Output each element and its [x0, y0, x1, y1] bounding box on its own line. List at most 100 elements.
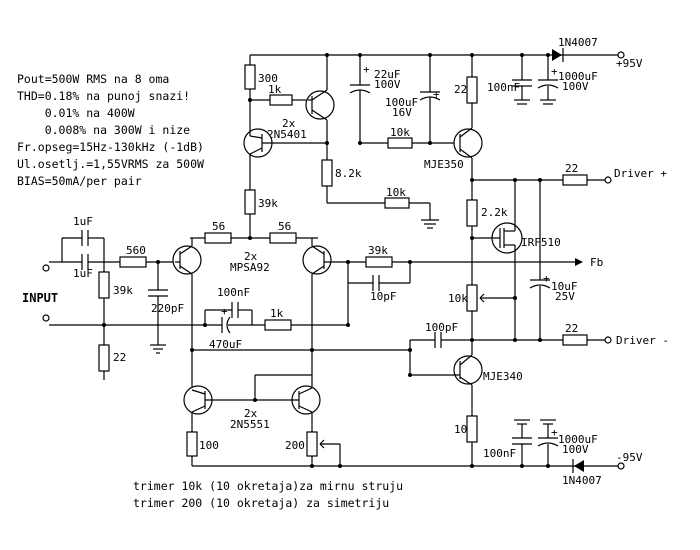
r100-label: 100 [199, 439, 219, 452]
r300-label: 300 [258, 72, 278, 85]
transistor-mpsa92-b [302, 245, 332, 275]
resistor-2k2 [466, 199, 478, 227]
c100u-voltage: 16V [392, 106, 412, 119]
irf510-label: IRF510 [521, 236, 561, 249]
r22-low-label: 22 [565, 322, 578, 335]
c100u-label: 100uF [385, 96, 418, 109]
input-label: INPUT [22, 291, 58, 305]
r2k2-label: 2.2k [481, 206, 508, 219]
c1000u-top-label: 1000uF [558, 70, 598, 83]
r39k-b-label: 39k [368, 244, 388, 257]
spec-line-5: Fr.opseg=15Hz-130kHz (-1dB) [17, 140, 204, 154]
driver-plus-label: Driver + [614, 167, 667, 180]
driver-minus-terminal [604, 336, 612, 344]
r200-label: 200 [285, 439, 305, 452]
resistor-39k-b [365, 256, 393, 268]
diode-bot-label: 1N4007 [562, 474, 602, 487]
c100p-label: 100pF [425, 321, 458, 334]
vplus-terminal [617, 51, 625, 59]
resistor-10-low [466, 415, 478, 443]
mje350-label: MJE350 [424, 158, 464, 171]
r10k-trim-label: 10k [448, 292, 468, 305]
driver-plus-terminal [604, 176, 612, 184]
r39k-in-label: 39k [113, 284, 133, 297]
vas-lower: MJE340 10 -95V 100nF + 1000uF 100V 1N400… [410, 354, 643, 487]
q2n5551-count: 2x [244, 407, 258, 420]
c220p-label: 220pF [151, 302, 184, 315]
top-current-source: 300 1k 2x 2N5401 8.2k + [243, 55, 401, 238]
positive-rail: 1N4007 +95V 100nF + 1000uF 100V [250, 36, 643, 105]
vplus-label: +95V [616, 57, 643, 70]
c100n-top-label: 100nF [487, 81, 520, 94]
r56-a-label: 56 [212, 220, 225, 233]
junctions [203, 53, 550, 468]
q2n5551-label: 2N5551 [230, 418, 270, 431]
resistor-56-b [269, 232, 297, 244]
c1u-b-label: 1uF [73, 267, 93, 280]
r560-label: 560 [126, 244, 146, 257]
spec-line-3: 0.01% na 400W [17, 106, 135, 120]
resistor-22-input [98, 344, 110, 372]
vminus-terminal [617, 462, 625, 470]
plus-sign-c1000-bot: + [551, 426, 558, 439]
r22-in-label: 22 [113, 351, 126, 364]
resistor-56-a [204, 232, 232, 244]
r39k-a-label: 39k [258, 197, 278, 210]
spec-block: Pout=500W RMS na 8 oma THD=0.18% na puno… [17, 72, 204, 188]
vas-upper: 10k 10k + 100uF 16V 22 MJE350 2.2k [360, 55, 667, 285]
mpsa92-label: MPSA92 [230, 261, 270, 274]
plus-sign-c10u: + [543, 272, 550, 285]
mpsa92-count: 2x [244, 250, 258, 263]
input-stage: INPUT 1uF 1uF 560 39k 22 [22, 215, 205, 380]
r22-driver-label: 22 [565, 162, 578, 175]
c10u-voltage: 25V [555, 290, 575, 303]
plus-sign-c100u: + [433, 88, 440, 101]
bias-network: IRF510 + 10uF 25V 10k 22 Driver - [448, 180, 669, 355]
diode-top-label: 1N4007 [558, 36, 598, 49]
resistor-22-driver [562, 174, 588, 186]
spec-line-2: THD=0.18% na punoj snazi! [17, 89, 190, 103]
transistor-mje350 [453, 128, 483, 158]
r10k-b-label: 10k [386, 186, 406, 199]
r22-top-label: 22 [454, 83, 467, 96]
transistor-mje340 [453, 355, 483, 385]
r8k2-label: 8.2k [335, 167, 362, 180]
note-line-2: trimer 200 (10 okretaja) za simetriju [133, 496, 389, 510]
mje340-label: MJE340 [483, 370, 523, 383]
c22u-label: 22uF [374, 68, 401, 81]
note-line-1: trimer 10k (10 okretaja)za mirnu struju [133, 479, 403, 493]
transistor-mpsa92-a [172, 245, 202, 275]
resistor-22-top [466, 76, 478, 104]
c100n-mid-label: 100nF [217, 286, 250, 299]
diff-pair: 56 56 2x MPSA92 39k Fb 10pF [172, 220, 603, 390]
resistor-39k-input [98, 271, 110, 299]
r56-b-label: 56 [278, 220, 291, 233]
plus-sign-c1000-top: + [551, 65, 558, 78]
plus-sign-c22u: + [363, 63, 370, 76]
c1000u-top-voltage: 100V [562, 80, 589, 93]
fb-label: Fb [590, 256, 603, 269]
trimmer-200[interactable] [306, 431, 318, 457]
bottom-mirror: 100pF 2x 2N5551 100 200 [183, 321, 472, 467]
spec-line-6: Ul.osetlj.=1,55VRMS za 500W [17, 157, 204, 171]
spec-line-4: 0.008% na 300W i nize [17, 123, 190, 137]
trimmer-10k[interactable] [466, 284, 478, 312]
c10p-label: 10pF [370, 290, 397, 303]
vminus-label: -95V [616, 451, 643, 464]
driver-minus-label: Driver - [616, 334, 669, 347]
r1k-top-label: 1k [268, 83, 282, 96]
resistor-560 [119, 256, 147, 268]
input-terminal-a [42, 264, 50, 272]
diode-top-symbol [552, 49, 562, 61]
q2n5401-label: 2N5401 [267, 128, 307, 141]
c1u-a-label: 1uF [73, 215, 93, 228]
spec-line-1: Pout=500W RMS na 8 oma [17, 72, 169, 86]
c1000u-bot-label: 1000uF [558, 433, 598, 446]
spec-line-7: BIAS=50mA/per pair [17, 174, 142, 188]
r10k-a-label: 10k [390, 126, 410, 139]
diode-bot-symbol [574, 460, 584, 472]
r10-low-label: 10 [454, 423, 467, 436]
resistor-10k-b [384, 197, 410, 209]
notes-block: trimer 10k (10 okretaja)za mirnu struju … [133, 479, 403, 510]
